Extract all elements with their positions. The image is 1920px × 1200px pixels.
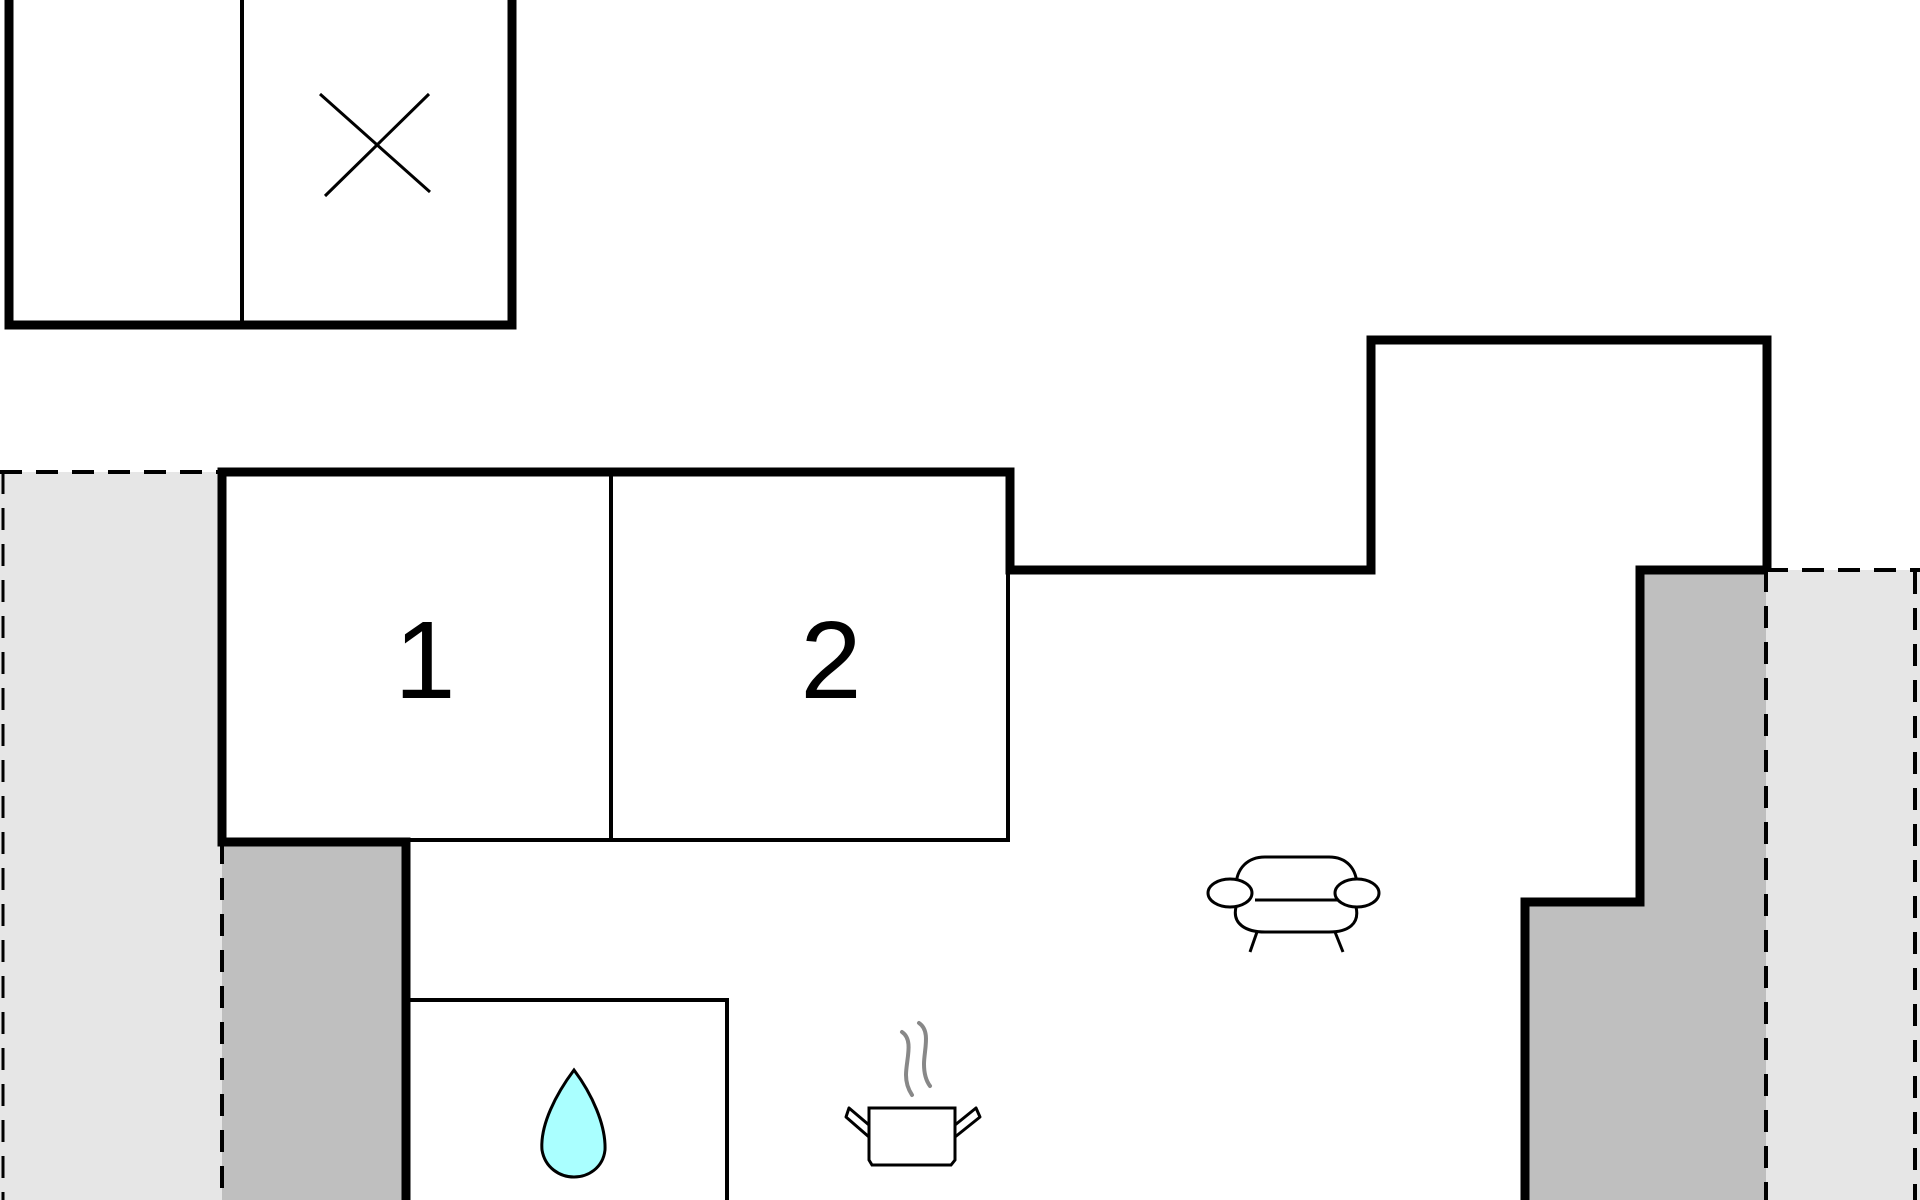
cooking-pot-icon: [844, 1021, 982, 1167]
interior-walls: [406, 476, 1010, 1200]
room-2-label: 2: [800, 599, 861, 722]
sofa-icon: [1206, 855, 1381, 953]
covered-terrace-left: [220, 842, 406, 1200]
main-house-walls: [217, 335, 1772, 1200]
covered-terrace-right: [1525, 570, 1768, 1200]
terrace-right: [1766, 568, 1920, 1200]
terrace-left: [0, 470, 222, 1200]
annex-room: [4, 0, 517, 330]
closed-room-x-icon: [319, 92, 431, 198]
room-1-label: 1: [394, 599, 455, 722]
water-drop-icon: [540, 1067, 607, 1179]
